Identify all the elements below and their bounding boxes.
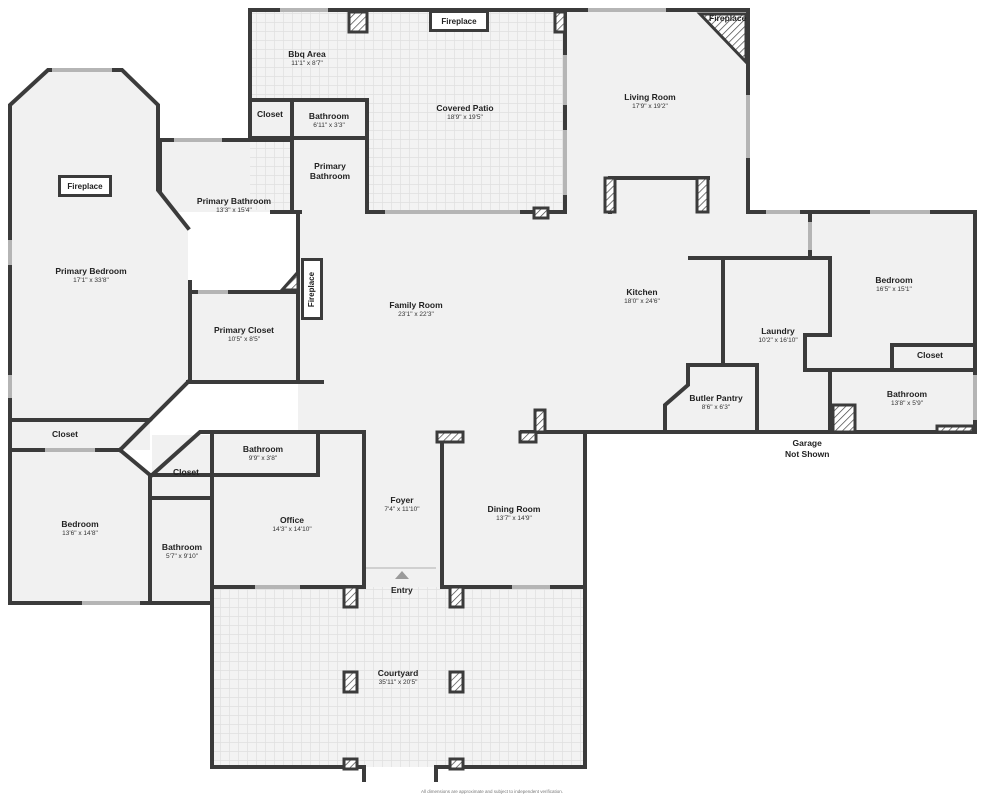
room-closet-left: Closet: [52, 429, 78, 439]
room-name: Bathroom: [161, 542, 203, 552]
room-primary-bedroom: Primary Bedroom 17'1" x 33'8": [55, 266, 126, 285]
room-primary-closet: Primary Closet 10'5" x 8'5": [214, 325, 274, 344]
room-name: Kitchen: [626, 287, 658, 297]
fireplace-family: Fireplace: [301, 258, 323, 320]
windows: [8, 8, 977, 605]
room-name: Primary Bathroom: [309, 161, 351, 181]
fireplace-label: Fireplace: [67, 181, 103, 191]
room-name: Laundry: [761, 326, 795, 336]
fireplace-patio: Fireplace: [429, 10, 489, 32]
disclaimer: All dimensions are approximate and subje…: [420, 789, 564, 794]
room-bedroom-left: Bedroom 13'6" x 14'8": [61, 519, 98, 538]
room-dimensions: 9'9" x 3'8": [248, 455, 278, 462]
room-name: Bbq Area: [288, 49, 326, 59]
room-name: Courtyard: [377, 668, 419, 678]
room-kitchen: Kitchen 18'0" x 24'6": [624, 287, 660, 306]
room-dimensions: 18'0" x 24'6": [624, 298, 660, 305]
fireplace-bedroom: Fireplace: [58, 175, 112, 197]
room-bedroom-right: Bedroom 16'5" x 15'1": [875, 275, 912, 294]
room-office: Office 14'3" x 14'10": [272, 515, 311, 534]
floor-fills: [10, 10, 975, 767]
room-name: Bathroom: [886, 389, 928, 399]
room-dimensions: 18'9" x 19'5": [447, 114, 483, 121]
room-bbq-area: Bbq Area 11'1" x 8'7": [288, 49, 325, 68]
room-name: Family Room: [389, 300, 443, 310]
room-dimensions: 6'11" x 3'3": [313, 122, 345, 129]
room-dimensions: 10'5" x 8'5": [227, 336, 261, 343]
room-name: Bedroom: [61, 519, 99, 529]
room-name: Covered Patio: [436, 103, 494, 113]
room-foyer: Foyer 7'4" x 11'10": [384, 495, 419, 514]
room-family-room: Family Room 23'1" x 22'3": [389, 300, 442, 319]
room-name: Foyer: [390, 495, 414, 505]
room-dimensions: 5'7" x 9'10": [165, 553, 199, 560]
fireplace-label: Fireplace: [441, 16, 477, 26]
room-name: Bathroom: [308, 111, 350, 121]
room-name: Primary Closet: [214, 325, 274, 335]
room-dimensions: 23'1" x 22'3": [398, 311, 434, 318]
entry-label: Entry: [391, 585, 413, 595]
room-name: Office: [279, 515, 305, 525]
room-covered-patio: Covered Patio 18'9" x 19'5": [436, 103, 493, 122]
room-name: Bathroom: [242, 444, 284, 454]
room-dimensions: 7'4" x 11'10": [384, 506, 420, 513]
room-dimensions: 11'1" x 8'7": [291, 60, 323, 67]
room-name: Primary Bathroom: [196, 196, 272, 206]
room-primary-bathroom: Primary Bathroom 13'3" x 15'4": [197, 196, 271, 215]
room-name: Butler Pantry: [689, 393, 743, 403]
garage-note: Garage Not Shown: [785, 438, 830, 459]
room-dimensions: 17'1" x 33'8": [73, 277, 109, 284]
room-closet-right: Closet: [917, 350, 943, 360]
room-name: Living Room: [624, 92, 676, 102]
room-name: Dining Room: [487, 504, 541, 514]
room-dimensions: 13'3" x 15'4": [216, 207, 252, 214]
room-dimensions: 16'5" x 15'1": [876, 286, 912, 293]
room-courtyard: Courtyard 35'11" x 20'5": [378, 668, 419, 687]
room-name: Closet: [917, 350, 943, 360]
room-name: Bedroom: [875, 275, 913, 285]
room-butler-pantry: Butler Pantry 8'6" x 6'3": [689, 393, 742, 412]
room-closet-mid: Closet: [173, 467, 199, 477]
room-bathroom-top: Bathroom 6'11" x 3'3": [309, 111, 349, 130]
room-name: Closet: [173, 467, 199, 477]
room-bathroom-left: Bathroom 5'7" x 9'10": [162, 542, 202, 561]
room-name: Primary Bedroom: [55, 266, 127, 276]
room-dimensions: 8'6" x 6'3": [701, 404, 731, 411]
fireplace-label: Fireplace: [307, 271, 317, 307]
room-dimensions: 14'3" x 14'10": [272, 526, 312, 533]
room-dimensions: 13'8" x 5'9": [890, 400, 924, 407]
room-name: Closet: [257, 109, 283, 119]
room-living-room: Living Room 17'9" x 19'2": [624, 92, 675, 111]
room-closet-top: Closet: [257, 109, 283, 119]
room-dimensions: 17'9" x 19'2": [632, 103, 668, 110]
room-bathroom-right: Bathroom 13'8" x 5'9": [887, 389, 927, 408]
room-dimensions: 13'7" x 14'9": [496, 515, 532, 522]
room-dimensions: 10'2" x 16'10": [758, 337, 798, 344]
room-dimensions: 35'11" x 20'5": [378, 679, 418, 686]
room-primary-bathroom-small: Primary Bathroom: [310, 161, 350, 181]
room-laundry: Laundry 10'2" x 16'10": [758, 326, 797, 345]
entry-arrow-icon: [395, 571, 409, 579]
fireplace-living: Fireplace: [709, 13, 747, 23]
columns: [278, 10, 975, 782]
room-dining-room: Dining Room 13'7" x 14'9": [488, 504, 541, 523]
room-name: Closet: [52, 429, 78, 439]
room-bathroom-mid: Bathroom 9'9" x 3'8": [243, 444, 283, 463]
room-dimensions: 13'6" x 14'8": [62, 530, 98, 537]
